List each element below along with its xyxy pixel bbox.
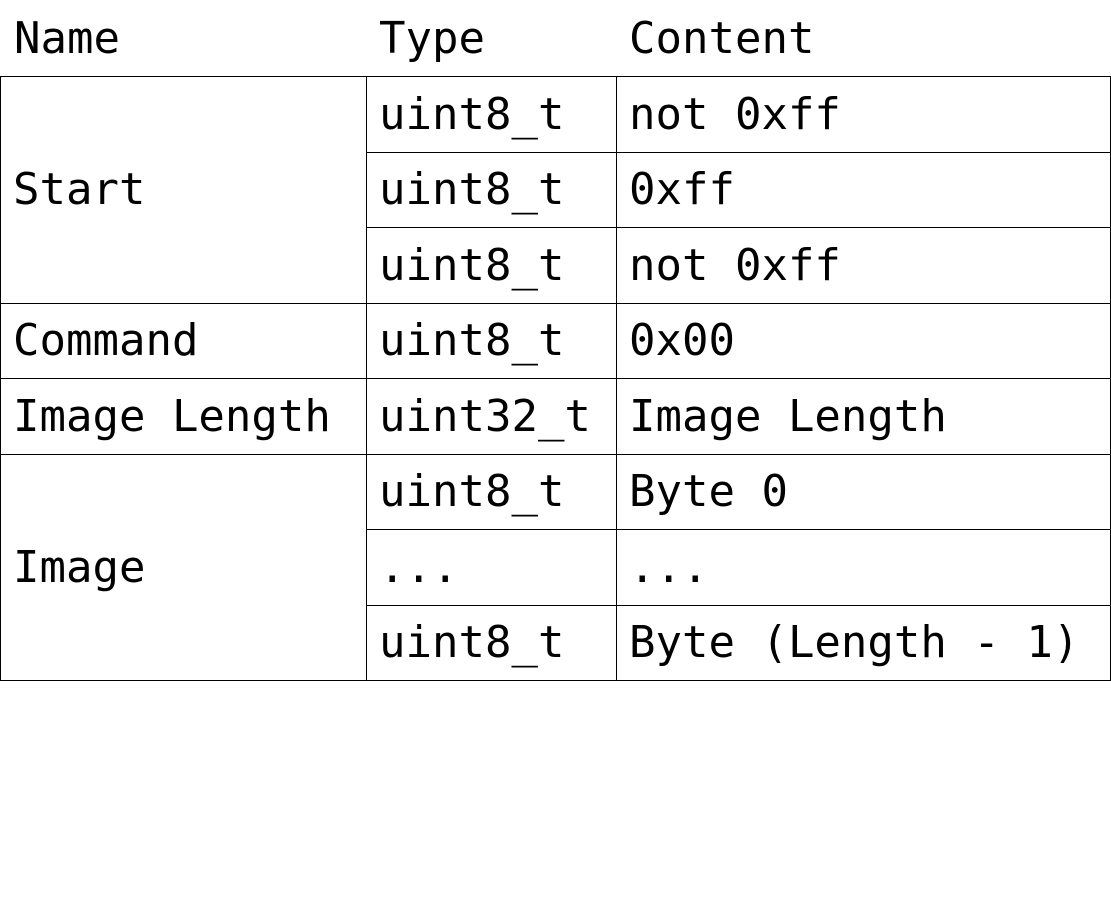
header-type: Type <box>379 13 485 64</box>
table-row: Command uint8_t 0x00 <box>0 302 1111 379</box>
header-name: Name <box>14 13 120 64</box>
field-name-command: Command <box>0 302 367 379</box>
header-content: Content <box>629 13 815 64</box>
table-row: ... ... <box>1 529 1111 606</box>
table-row: uint8_t Byte (Length - 1) <box>1 604 1111 681</box>
field-type: uint8_t <box>366 76 617 153</box>
table-row: Start uint8_t not 0xff <box>0 76 1111 304</box>
field-content: Image Length <box>616 378 1111 455</box>
table-row: Image Length uint32_t Image Length <box>0 378 1111 455</box>
field-type: uint8_t <box>366 453 617 530</box>
field-content: ... <box>616 529 1111 606</box>
field-type: ... <box>366 529 617 606</box>
field-type: uint8_t <box>366 227 617 304</box>
table-header: Name Type Content <box>0 0 1111 77</box>
field-content: Byte (Length - 1) <box>616 604 1111 681</box>
packet-format-table: Start uint8_t not 0xff uint8_t 0xff uint… <box>0 76 1111 681</box>
field-name-image-length: Image Length <box>0 378 367 455</box>
field-name-start: Start <box>0 76 367 304</box>
field-type: uint8_t <box>366 151 617 228</box>
field-name-image: Image <box>0 453 367 681</box>
field-content: 0xff <box>616 151 1111 228</box>
field-content: not 0xff <box>616 227 1111 304</box>
field-type: uint8_t <box>366 604 617 681</box>
table-row: Image uint8_t Byte 0 <box>0 453 1111 681</box>
field-type: uint32_t <box>366 378 617 455</box>
table-row: uint8_t 0xff <box>1 151 1111 228</box>
field-content: not 0xff <box>616 76 1111 153</box>
field-type: uint8_t <box>366 302 617 379</box>
field-content: 0x00 <box>616 302 1111 379</box>
field-content: Byte 0 <box>616 453 1111 530</box>
